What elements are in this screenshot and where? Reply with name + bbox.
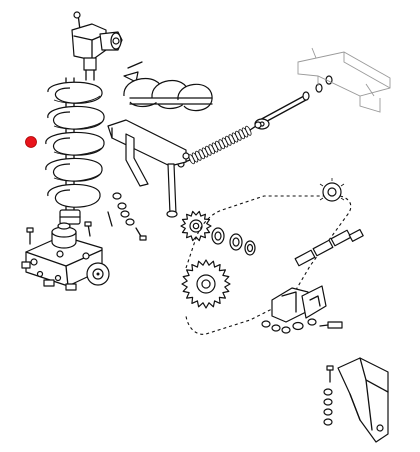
selected-part-marker[interactable]: [25, 136, 37, 148]
washer-stack: [112, 192, 147, 241]
chain-tensioner-bracket[interactable]: [261, 285, 343, 334]
auger-screw[interactable]: [45, 77, 105, 225]
drive-sprocket-small[interactable]: [180, 210, 212, 242]
lever-bracket[interactable]: [107, 119, 190, 218]
idler-sprocket[interactable]: [319, 178, 345, 202]
tie-rod[interactable]: [254, 75, 333, 130]
gear-motor-top[interactable]: [71, 11, 123, 81]
small-bolt: [107, 211, 113, 227]
frame-outline: [297, 47, 391, 113]
tension-spring[interactable]: [177, 121, 262, 168]
gearbox-base[interactable]: [21, 222, 110, 291]
drive-sprocket-large[interactable]: [181, 259, 231, 309]
chain-links: [294, 228, 364, 267]
mounting-bracket[interactable]: [323, 357, 389, 443]
bolt-left: [26, 221, 92, 245]
auger-flight-detail[interactable]: [123, 61, 213, 112]
gearbox-side-sprocket: [86, 262, 110, 286]
bearing-rings: [211, 227, 256, 256]
